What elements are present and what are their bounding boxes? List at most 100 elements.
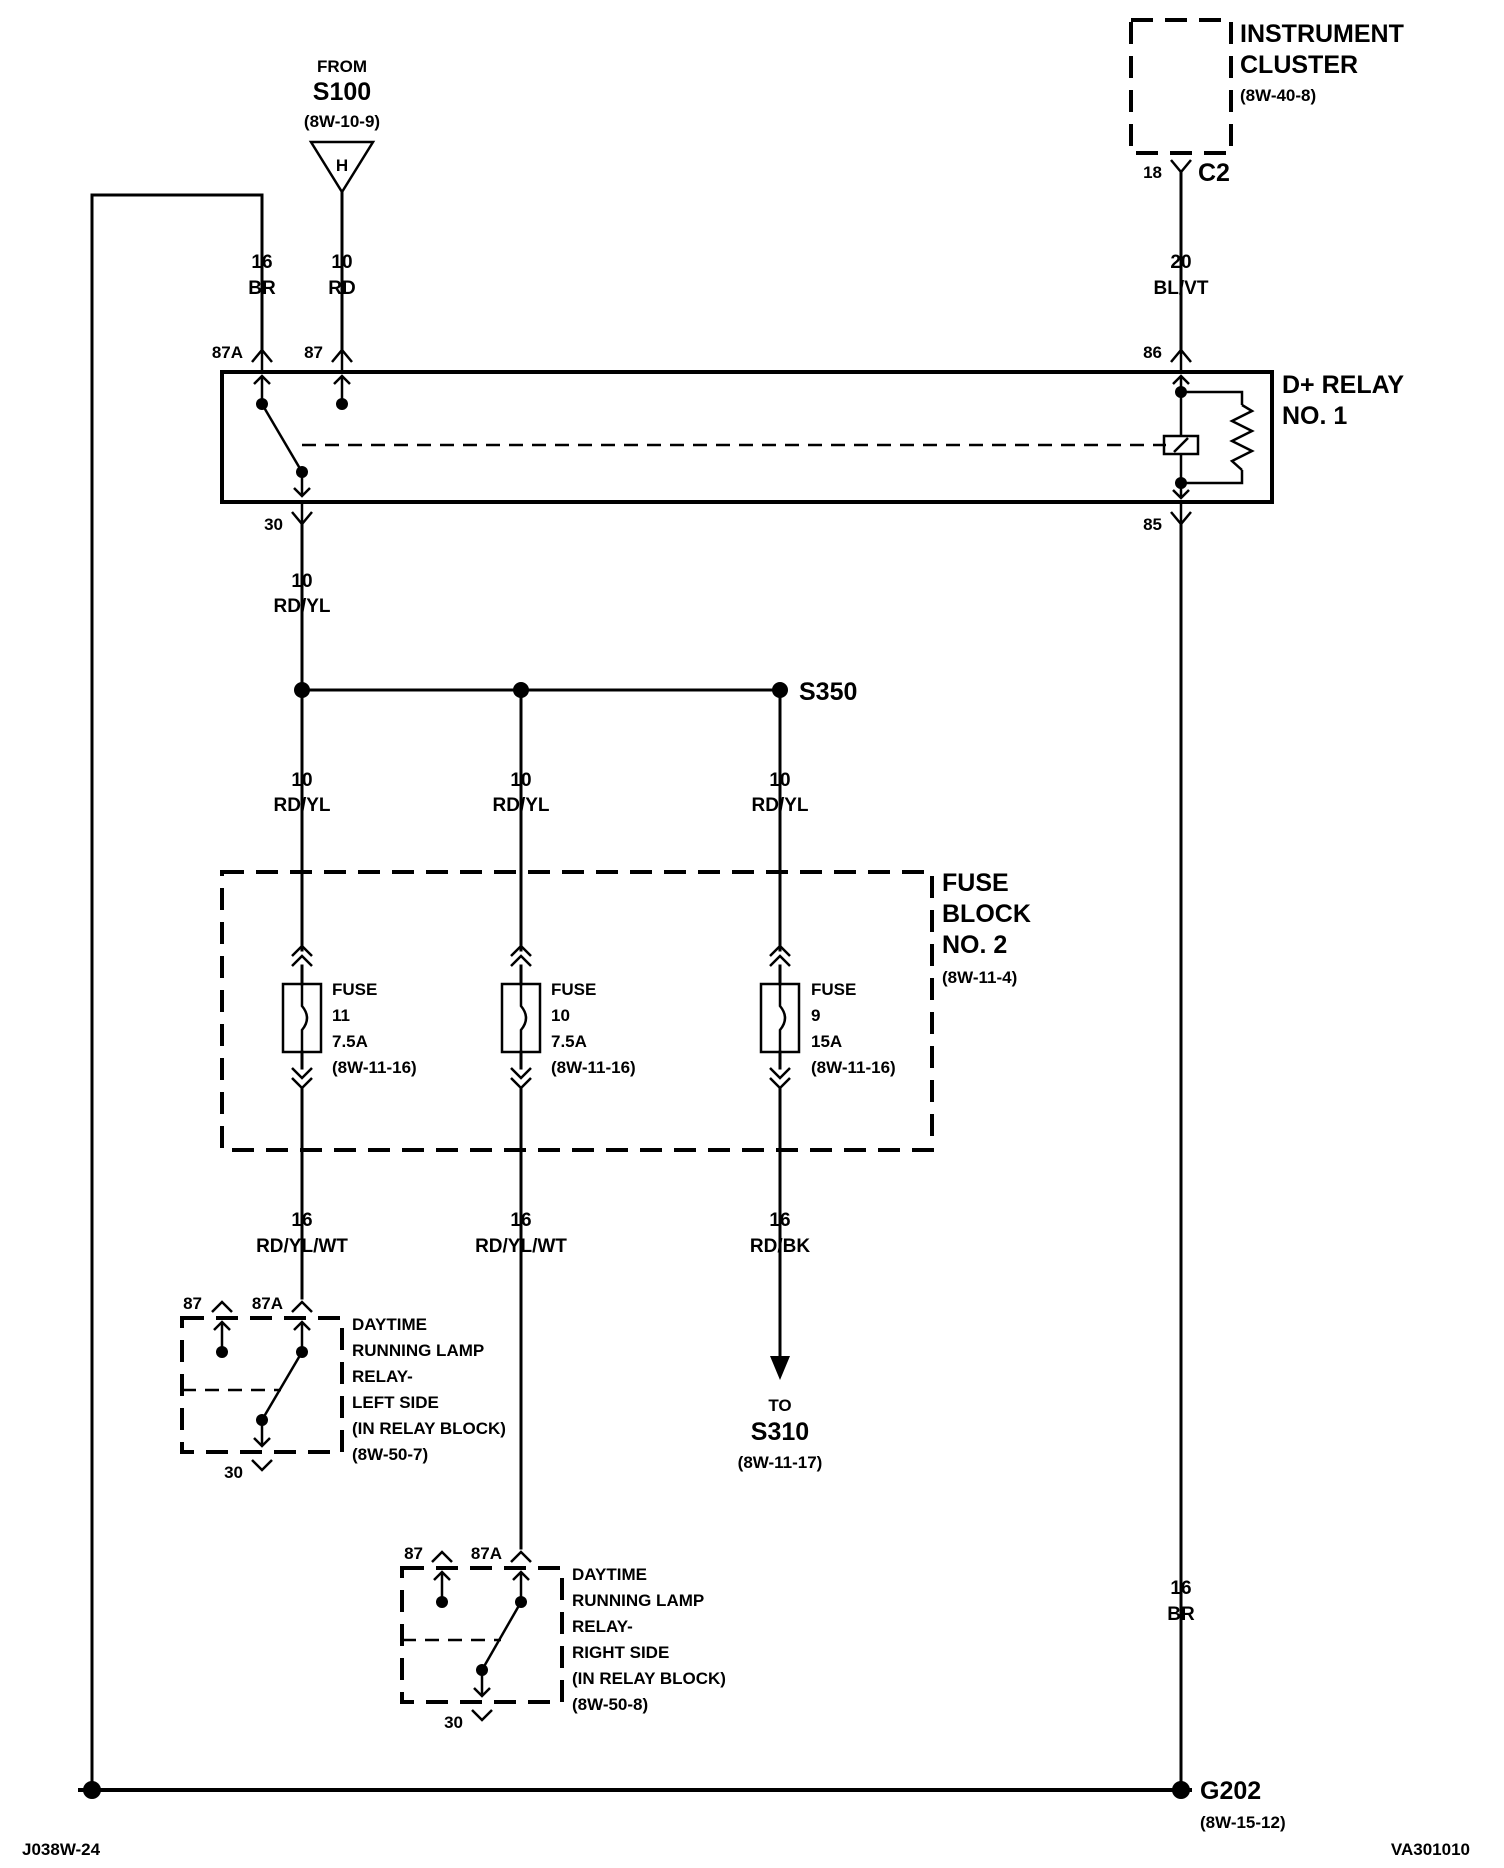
relay-pin-87: 87 — [304, 343, 323, 362]
relay-pin-87a: 87A — [212, 343, 243, 362]
fuse-9-element-icon — [778, 984, 787, 1052]
footer-right-code: VA301010 — [1391, 1840, 1470, 1859]
drl-right-pin-87: 87 — [404, 1544, 423, 1563]
pin-87a-connector-icon — [251, 348, 273, 372]
pin-30-connector-icon — [291, 502, 313, 526]
fuse-10-ref: (8W-11-16) — [551, 1058, 636, 1077]
footer-left-code: J038W-24 — [22, 1840, 101, 1859]
wire-rdyl-3-color: RD/YL — [752, 795, 809, 816]
fuse-block-label-3: NO. 2 — [942, 931, 1007, 959]
fuse-10-label: FUSE — [551, 980, 596, 999]
wire-br-right-color: BR — [1167, 1604, 1195, 1625]
wire-blvt-gauge: 20 — [1170, 252, 1191, 273]
relay-pin-30: 30 — [264, 515, 283, 534]
fuse-9: FUSE 9 15A (8W-11-16) — [759, 944, 896, 1090]
drl-left-label-5: (IN RELAY BLOCK) — [352, 1419, 506, 1438]
drl-left-pin-87: 87 — [183, 1294, 202, 1313]
drl-left-switch-arm — [260, 1351, 304, 1421]
to-s310-arrow-icon — [770, 1356, 790, 1380]
fuse-11-ref: (8W-11-16) — [332, 1058, 417, 1077]
switch-arm — [260, 403, 304, 473]
fuse-9-top-connector-icon — [769, 944, 791, 967]
wire-rdbk-color: RD/BK — [750, 1236, 810, 1257]
fuse-9-rating: 15A — [811, 1032, 842, 1051]
fuse-10-bottom-connector-icon — [510, 1067, 532, 1090]
wire-rdyl-main-gauge: 10 — [291, 571, 312, 592]
relay-pin-85: 85 — [1143, 515, 1162, 534]
drl-right-87a-connector-icon — [510, 1550, 532, 1563]
drl-right-ref: (8W-50-8) — [572, 1695, 648, 1714]
coil-bottom-arrow-icon — [1172, 483, 1190, 500]
wire-rdbk-gauge: 16 — [769, 1210, 790, 1231]
wire-rdyl-2-gauge: 10 — [510, 770, 531, 791]
drl-left-pin-87a: 87A — [252, 1294, 283, 1313]
fuse-11: FUSE 11 7.5A (8W-11-16) — [281, 944, 417, 1090]
relay-pin-86: 86 — [1143, 343, 1162, 362]
fuse-11-rating: 7.5A — [332, 1032, 368, 1051]
splice-s350-label: S350 — [799, 678, 857, 706]
instrument-cluster-label-2: CLUSTER — [1240, 51, 1358, 79]
d-plus-relay: D+ RELAY NO. 1 87A 87 86 30 85 — [212, 343, 1405, 534]
fuse-block-label-1: FUSE — [942, 869, 1009, 897]
wire-rdyl-1-color: RD/YL — [274, 795, 331, 816]
ground-node-right — [1172, 1781, 1190, 1799]
drl-left-label-1: DAYTIME — [352, 1315, 427, 1334]
wire-rdyl-2-color: RD/YL — [493, 795, 550, 816]
fuse-block-ref: (8W-11-4) — [942, 968, 1017, 987]
wire-rdyl-3-gauge: 10 — [769, 770, 790, 791]
coil-slash — [1173, 437, 1189, 453]
wire-rdylwt-1-color: RD/YL/WT — [256, 1236, 348, 1257]
drl-left-box — [180, 1316, 344, 1454]
drl-left-label-4: LEFT SIDE — [352, 1393, 439, 1412]
coil-icon — [1162, 434, 1200, 456]
instrument-cluster-label-1: INSTRUMENT — [1240, 20, 1404, 48]
instrument-cluster-ref: (8W-40-8) — [1240, 86, 1316, 105]
fuse-10-rating: 7.5A — [551, 1032, 587, 1051]
from-splice-name: S100 — [313, 78, 371, 106]
pin-85-connector-icon — [1170, 502, 1192, 526]
fuse-11-bottom-connector-icon — [291, 1067, 313, 1090]
drl-right-switch-arm — [480, 1601, 523, 1671]
drl-left-87-connector-icon — [211, 1300, 233, 1313]
drl-left-ref: (8W-50-7) — [352, 1445, 428, 1464]
pin-86-connector-icon — [1170, 348, 1192, 372]
instrument-cluster-box — [1129, 18, 1233, 155]
drl-right-30-contact-icon — [473, 1670, 491, 1698]
drl-right-label-3: RELAY- — [572, 1617, 633, 1636]
fuse-11-number: 11 — [332, 1006, 350, 1025]
drl-right-pin-87a: 87A — [471, 1544, 502, 1563]
fuse-11-element-icon — [300, 984, 309, 1052]
fuse-10: FUSE 10 7.5A (8W-11-16) — [500, 944, 636, 1090]
drl-right-87-connector-icon — [431, 1550, 453, 1563]
from-s100-block: FROM S100 (8W-10-9) H — [304, 57, 380, 195]
instrument-cluster-connector: C2 — [1198, 159, 1230, 187]
wire-blvt-color: BL/VT — [1154, 278, 1209, 299]
to-label: TO — [768, 1396, 791, 1415]
wire-rdylwt-1-gauge: 16 — [291, 1210, 312, 1231]
drl-relay-right: 87 87A 30 DAYTIME RUNNING LAMP RELAY- RI… — [400, 1544, 726, 1732]
contact-30-arrow-icon — [293, 472, 311, 498]
fuse-block-label-2: BLOCK — [942, 900, 1031, 928]
to-s310-block: TO S310 (8W-11-17) — [738, 1396, 823, 1472]
fuse-10-number: 10 — [551, 1006, 570, 1025]
to-splice-name: S310 — [751, 1418, 809, 1446]
pin-87-connector-icon — [331, 348, 353, 372]
wire-rdyl-main-color: RD/YL — [274, 596, 331, 617]
from-connector-letter: H — [336, 156, 348, 175]
from-label: FROM — [317, 57, 367, 76]
drl-left-87a-connector-icon — [291, 1300, 313, 1313]
contact-87-dot — [336, 398, 348, 410]
fuse-11-label: FUSE — [332, 980, 377, 999]
fuse-10-top-connector-icon — [510, 944, 532, 967]
drl-right-box — [400, 1566, 564, 1704]
wire-br-top-color: BR — [248, 278, 276, 299]
wire-br-top-gauge: 16 — [251, 252, 272, 273]
fuse-9-label: FUSE — [811, 980, 856, 999]
ground-return-wire-left — [90, 193, 264, 1792]
fuse-10-element-icon — [519, 984, 528, 1052]
drl-left-30-contact-icon — [253, 1420, 271, 1448]
wire-rdyl-1-gauge: 10 — [291, 770, 312, 791]
resistor-loop-wire — [1181, 390, 1244, 485]
drl-left-87-dot — [216, 1346, 228, 1358]
